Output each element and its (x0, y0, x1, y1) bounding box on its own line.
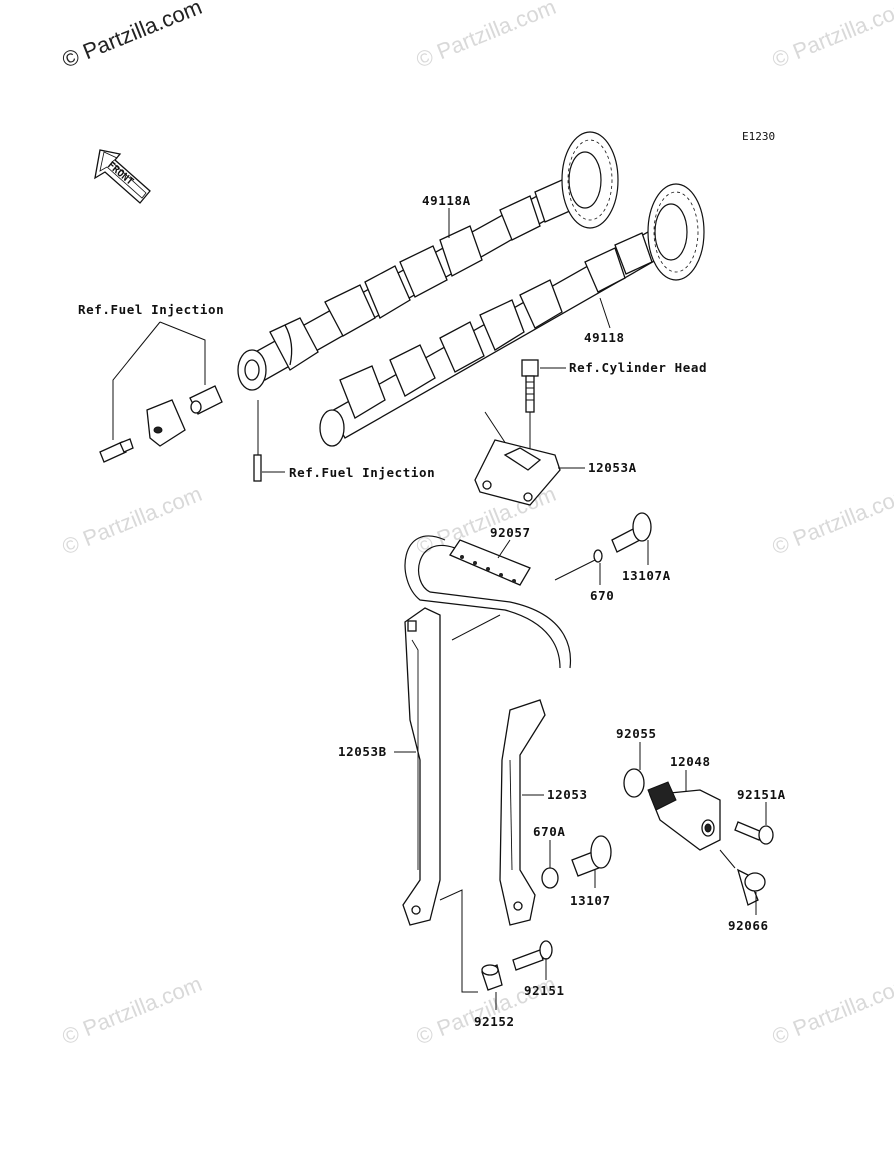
chain-guide-12053 (499, 699, 546, 926)
bolt-icon (736, 868, 766, 906)
part-label-92151a: 92151A (737, 787, 786, 802)
bolt-icon (521, 359, 539, 413)
part-label-12053: 12053 (547, 787, 588, 802)
watermark-text: © Partzilla.com (59, 0, 206, 73)
watermark-text: © Partzilla.com (769, 481, 894, 560)
part-label-92151: 92151 (524, 983, 565, 998)
part-label-12053b: 12053B (338, 744, 387, 759)
part-label-92057: 92057 (490, 525, 531, 540)
bolt-icon (99, 438, 134, 463)
watermark-text: © Partzilla.com (769, 971, 894, 1050)
watermark-text: © Partzilla.com (59, 971, 206, 1050)
oring-icon (593, 549, 603, 563)
part-label-670a: 670A (533, 824, 566, 839)
ref-fuel-injection-label-2: Ref.Fuel Injection (289, 465, 435, 480)
coupling-icon (189, 385, 223, 415)
chain-guide-12053b (402, 607, 441, 926)
part-label-49118: 49118 (584, 330, 625, 345)
oring-icon (541, 867, 559, 889)
timing-chain (404, 535, 572, 669)
front-arrow-icon: FRONT (94, 149, 151, 204)
upper-chain-guide (474, 439, 561, 506)
sprocket-gear-icon (561, 131, 619, 229)
camshaft-49118 (319, 183, 705, 447)
part-label-12053a: 12053A (588, 460, 637, 475)
ref-fuel-injection-label-1: Ref.Fuel Injection (78, 302, 224, 317)
chain-tensioner (647, 781, 721, 851)
camshaft-49118a (237, 131, 619, 391)
pin-icon (253, 454, 262, 482)
collar-icon (481, 964, 503, 991)
ref-cylinder-head-label: Ref.Cylinder Head (569, 360, 707, 375)
part-label-13107: 13107 (570, 893, 611, 908)
part-label-12048: 12048 (670, 754, 711, 769)
oring-icon (623, 768, 645, 798)
cam-cap-icon (146, 399, 186, 447)
watermarks: © Partzilla.com © Partzilla.com © Partzi… (59, 0, 894, 1050)
part-label-49118a: 49118A (422, 193, 471, 208)
part-label-13107a: 13107A (622, 568, 671, 583)
part-label-92152: 92152 (474, 1014, 515, 1029)
diagram-code: E1230 (742, 130, 775, 143)
bolt-icon (734, 821, 774, 845)
part-label-92066: 92066 (728, 918, 769, 933)
watermark-text: © Partzilla.com (59, 481, 206, 560)
part-label-670: 670 (590, 588, 614, 603)
sprocket-gear-icon (647, 183, 705, 281)
part-label-92055: 92055 (616, 726, 657, 741)
watermark-text: © Partzilla.com (769, 0, 894, 73)
watermark-top-left: © Partzilla.com (59, 0, 206, 73)
bolt-icon (611, 512, 652, 553)
watermark-text: © Partzilla.com (413, 0, 560, 73)
bolt-icon (571, 835, 612, 877)
